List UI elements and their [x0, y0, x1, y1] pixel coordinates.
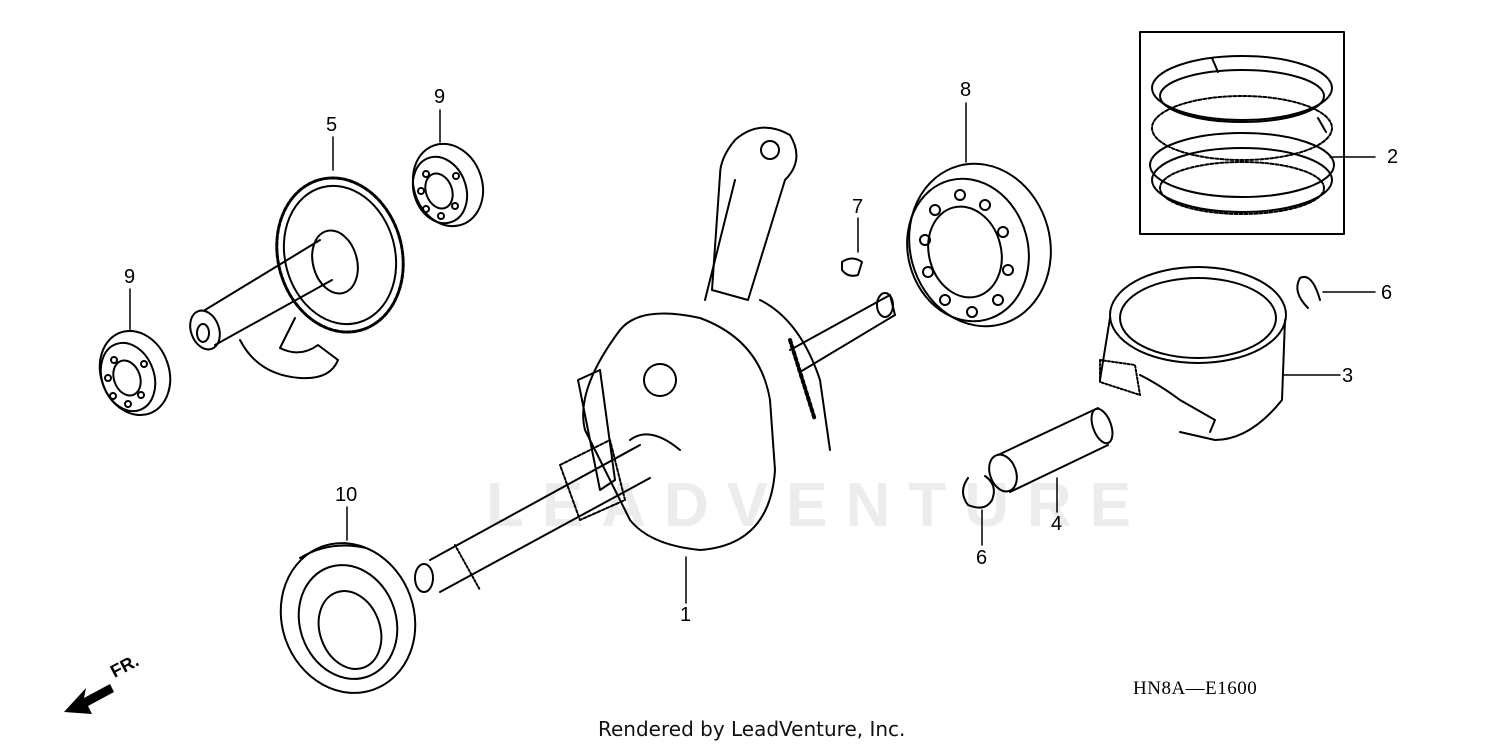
part-1-crankshaft[interactable] — [415, 128, 895, 592]
part-9-bearing-left[interactable] — [88, 321, 181, 425]
part-2-piston-rings[interactable] — [1140, 32, 1344, 234]
part-4-piston-pin[interactable] — [984, 406, 1116, 495]
callout-4: 4 — [1051, 513, 1063, 535]
callout-6-lower: 6 — [976, 547, 988, 569]
callout-10: 10 — [335, 484, 358, 506]
callout-6-right: 6 — [1381, 282, 1393, 304]
callout-7: 7 — [852, 196, 864, 218]
part-6-circlip-right[interactable] — [1297, 277, 1320, 308]
part-9-bearing-upper[interactable] — [402, 134, 495, 236]
render-credit: Rendered by LeadVenture, Inc. — [598, 717, 906, 741]
part-6-circlip-lower[interactable] — [963, 476, 994, 508]
part-10-bearing[interactable] — [260, 524, 436, 712]
front-direction-arrow — [64, 684, 114, 714]
callout-5: 5 — [326, 114, 338, 136]
part-5-balancer-gear[interactable] — [185, 164, 420, 379]
callout-9-left: 9 — [124, 266, 136, 288]
part-8-bearing[interactable] — [891, 148, 1069, 343]
watermark-text: LEADVENTURE — [486, 471, 1150, 540]
callout-2: 2 — [1387, 146, 1399, 168]
callout-3: 3 — [1342, 365, 1354, 387]
part-3-piston[interactable] — [1100, 267, 1286, 440]
callout-8: 8 — [960, 79, 972, 101]
part-7-key[interactable] — [842, 259, 862, 276]
callout-9-upper: 9 — [434, 86, 446, 108]
leader-lines — [130, 103, 1375, 603]
callout-1: 1 — [680, 604, 692, 626]
diagram-code: HN8A—E1600 — [1133, 678, 1258, 699]
